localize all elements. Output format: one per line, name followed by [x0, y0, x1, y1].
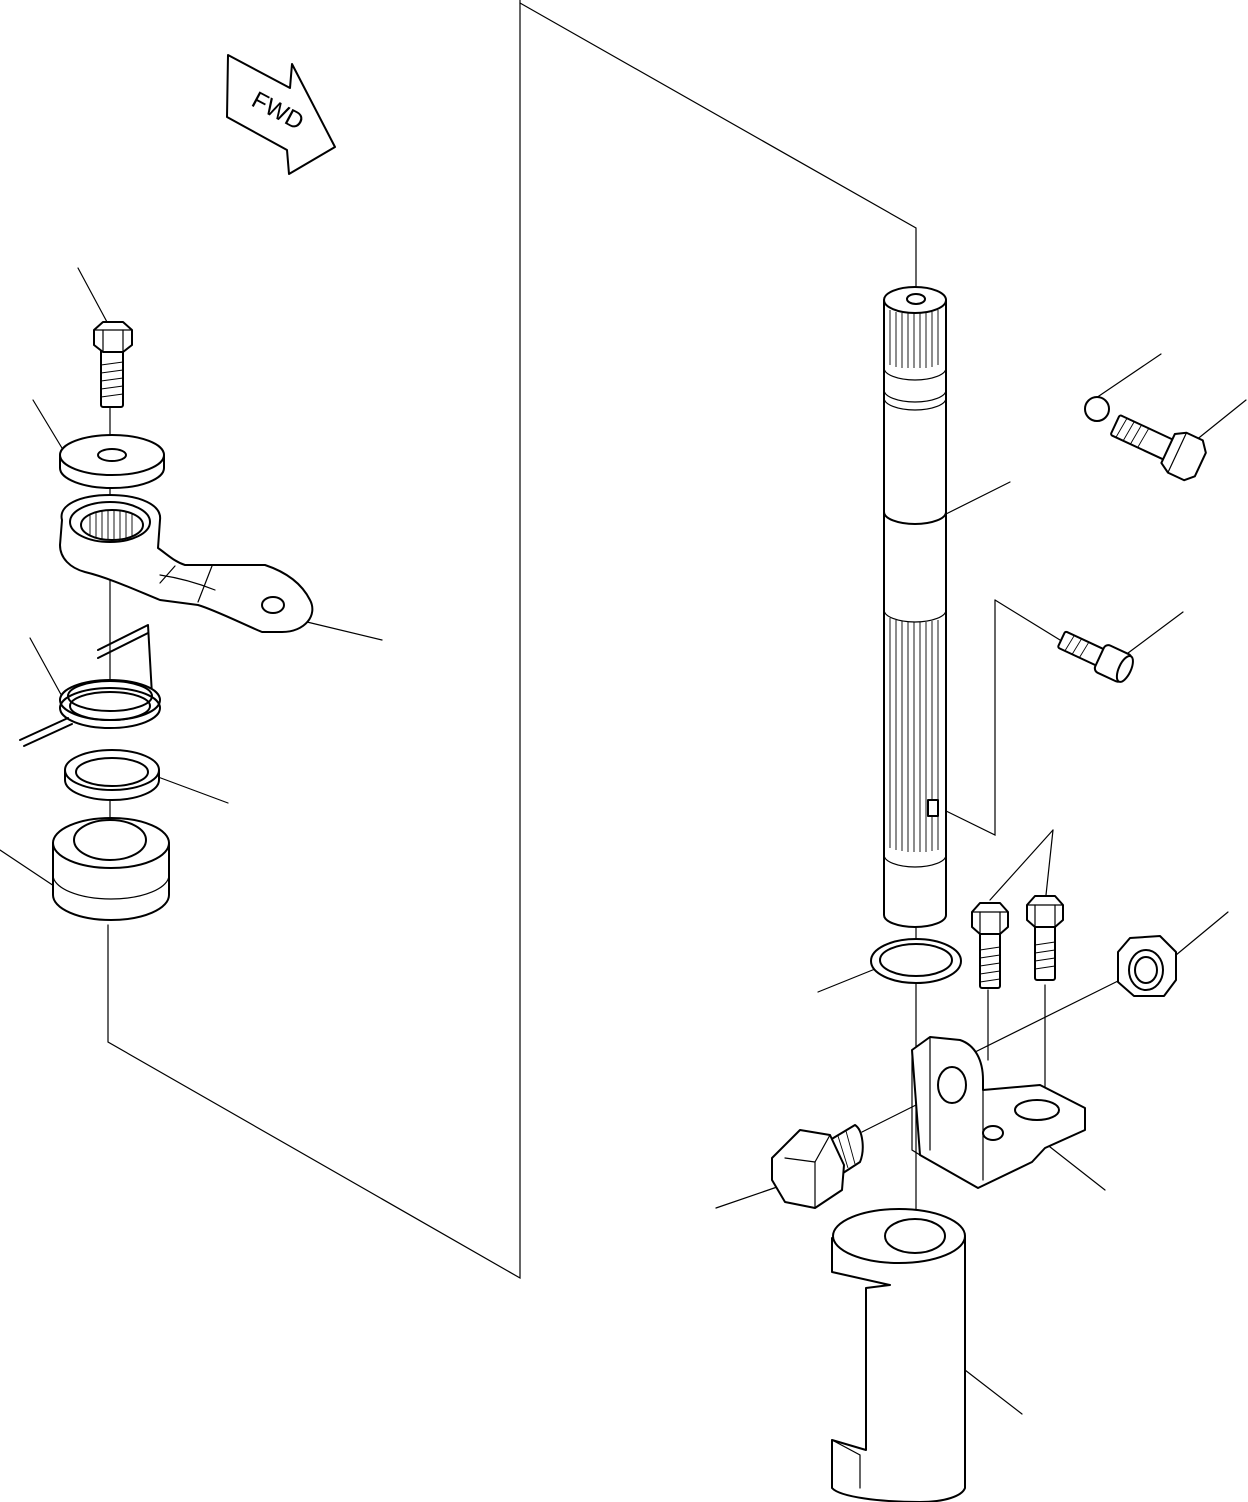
washer-icon: [59, 434, 165, 489]
lever-arm-icon: [59, 494, 314, 633]
torsion-spring-icon: [19, 624, 161, 747]
hex-bolt-icon: [93, 321, 133, 408]
socket-screw-icon: [1057, 630, 1134, 683]
ball-icon: [1084, 396, 1110, 422]
o-ring-icon: [870, 938, 962, 984]
hex-bolt-icon: [1110, 414, 1207, 482]
shaft-icon: [883, 286, 947, 928]
fwd-arrow-icon: FWD: [226, 54, 336, 175]
seal-icon: [64, 749, 160, 801]
hex-bolt-icon: [771, 1124, 864, 1209]
bracket-icon: [911, 1036, 1086, 1189]
leader-lines: [0, 267, 1247, 1415]
bushing-icon: [52, 817, 170, 921]
hex-bolt-icon: [1026, 895, 1064, 981]
housing-icon: [831, 1208, 966, 1502]
hex-bolt-icon: [971, 902, 1009, 989]
hex-nut-icon: [1117, 935, 1177, 997]
